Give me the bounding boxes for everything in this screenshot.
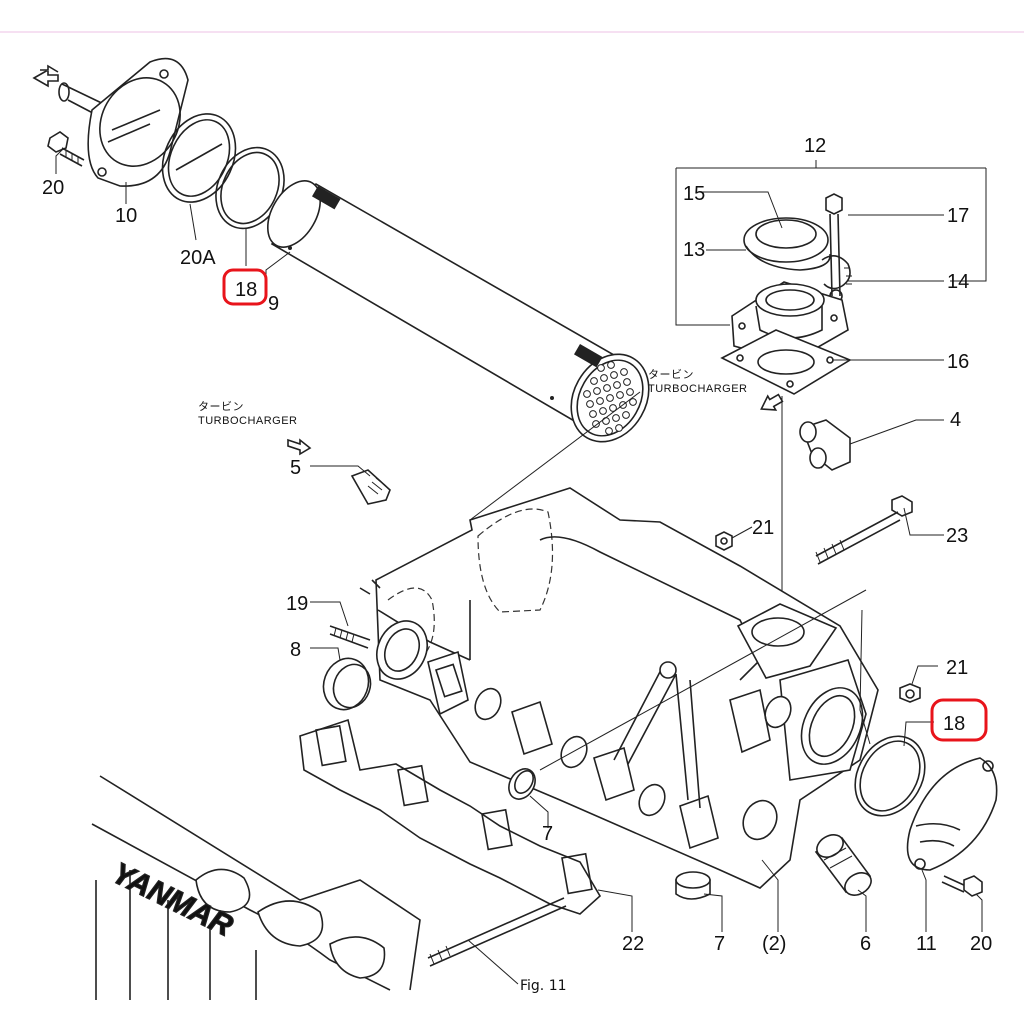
label-17: 17 (947, 205, 969, 227)
stud-19 (329, 579, 381, 649)
label-4: 4 (950, 409, 961, 431)
tube-hole (606, 394, 614, 402)
label-16: 16 (947, 351, 969, 373)
label-13: 13 (683, 239, 705, 261)
plug-7-bottom (675, 871, 711, 900)
tube-hole (616, 391, 624, 399)
tube-hole (613, 381, 621, 389)
label-5: 5 (290, 457, 301, 479)
tube-hole (602, 417, 610, 425)
nut-21-top (715, 531, 733, 551)
part-number-labels: 20 10 20A 18 9 12 15 13 17 14 16 4 5 21 … (42, 135, 992, 955)
tube-hole (593, 387, 601, 395)
fitting-4 (799, 419, 851, 471)
tube-hole (612, 414, 620, 422)
tube-hole (597, 364, 605, 372)
cylinder-head: YANMAR (91, 775, 421, 1000)
tube-hole (590, 377, 598, 385)
label-6: 6 (860, 933, 871, 955)
label-18-top: 18 (235, 279, 257, 301)
label-7-mid: 7 (542, 823, 553, 845)
turbocharger-callout-left: タービン TURBOCHARGER (198, 400, 298, 427)
label-12: 12 (804, 135, 826, 157)
tube-hole (620, 368, 628, 376)
label-23: 23 (946, 525, 968, 547)
tube-hole (622, 411, 630, 419)
cover-11 (906, 757, 998, 871)
figure-label: Fig. 11 (520, 978, 567, 994)
cap-15 (743, 217, 831, 271)
flow-arrow-icon (32, 68, 59, 88)
label-14: 14 (947, 271, 969, 293)
tube-hole (603, 384, 611, 392)
label-22: 22 (622, 933, 644, 955)
tube-hole (626, 388, 634, 396)
label-9: 9 (268, 293, 279, 315)
label-18-right: 18 (943, 713, 965, 735)
gasket-20A (161, 113, 237, 203)
label-20-bottom: 20 (970, 933, 992, 955)
bolt-20-top (47, 131, 85, 167)
label-19: 19 (286, 593, 308, 615)
sleeve-6 (814, 834, 872, 896)
tube-hole (629, 398, 637, 406)
turbo-right-jp: タービン (648, 368, 694, 381)
cooler-tube-holes (583, 361, 637, 435)
highlight-box-18-top (222, 268, 268, 306)
tube-hole (605, 427, 613, 435)
tube-hole (600, 374, 608, 382)
label-10: 10 (115, 205, 137, 227)
tube-hole (615, 424, 623, 432)
label-11: 11 (916, 933, 937, 955)
label-8: 8 (290, 639, 301, 661)
tube-hole (596, 397, 604, 405)
tube-hole (607, 361, 615, 369)
tube-hole (583, 390, 591, 398)
label-21-right: 21 (946, 657, 968, 679)
turbo-left-en: TURBOCHARGER (198, 415, 298, 427)
exhaust-manifold-body (375, 487, 879, 889)
turbo-arrow-right-icon (760, 393, 784, 411)
label-7-bottom: 7 (714, 933, 725, 955)
tube-hole (610, 371, 618, 379)
label-20-top: 20 (42, 177, 64, 199)
label-20A: 20A (180, 247, 216, 269)
label-15: 15 (683, 183, 705, 205)
flow-arrow-icon-2 (40, 64, 59, 73)
label-21-top: 21 (752, 517, 774, 539)
turbo-right-en: TURBOCHARGER (648, 383, 748, 395)
plug-7-mid (508, 768, 536, 800)
plug-5 (350, 469, 391, 505)
tube-hole (599, 407, 607, 415)
turbocharger-callout-right: タービン TURBOCHARGER (648, 368, 748, 395)
label-2: (2) (762, 933, 786, 955)
tube-hole (589, 410, 597, 418)
gasket-22 (299, 718, 602, 915)
cooler-core-9 (266, 180, 650, 443)
leader-lines (55, 149, 983, 985)
turbo-left-jp: タービン (198, 400, 244, 413)
bracket-12 (675, 160, 987, 326)
seal-8 (322, 657, 372, 711)
turbo-arrow-left-icon (287, 438, 312, 456)
tube-hole (623, 378, 631, 386)
nut-21-right (899, 683, 921, 703)
tube-hole (592, 420, 600, 428)
tube-hole (586, 400, 594, 408)
bolt-23 (815, 495, 913, 565)
o-ring-18-right (854, 735, 926, 817)
bolt-20-bottom (941, 875, 983, 897)
bolt-17 (825, 193, 843, 297)
tube-hole (609, 404, 617, 412)
cooler-end-cover (32, 57, 189, 187)
highlight-box-18-right (930, 698, 988, 742)
long-stud (427, 897, 567, 967)
